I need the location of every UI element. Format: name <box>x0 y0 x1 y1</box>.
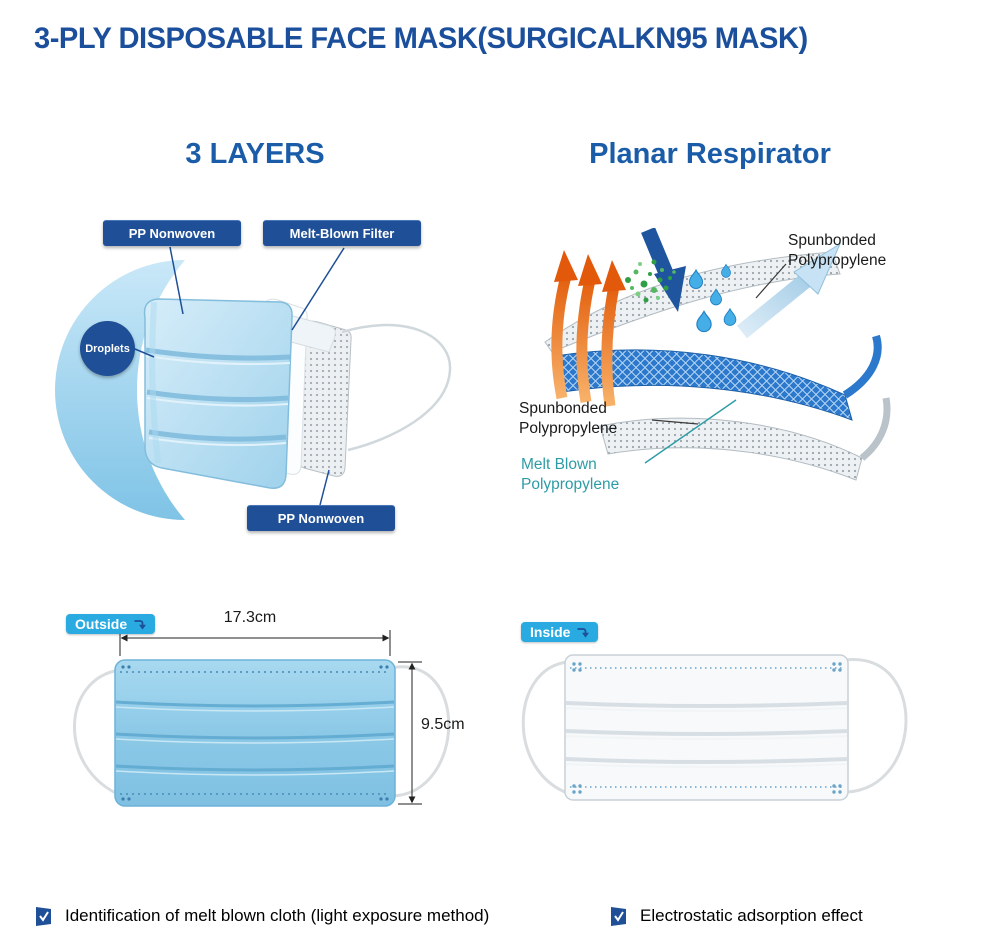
check-flag-icon <box>36 907 51 926</box>
inside-badge-label: Inside <box>530 624 571 640</box>
width-dimension <box>119 630 391 656</box>
outside-mask-pleats <box>115 671 395 795</box>
pass-through-arrow <box>736 242 842 339</box>
airflow-arrows <box>551 250 626 407</box>
melt-blown-sheet <box>554 349 853 421</box>
planar-respirator-illustration <box>544 228 891 481</box>
outside-mask-figure <box>73 630 451 807</box>
footnote-right-text: Electrostatic adsorption effect <box>640 906 863 925</box>
particles <box>625 259 676 303</box>
left-ear-loop <box>73 668 123 798</box>
mask-pleats <box>145 301 291 464</box>
outside-mask-body <box>114 659 396 807</box>
footnote-left-text: Identification of melt blown cloth (ligh… <box>65 906 490 925</box>
inside-mask-pleats <box>565 667 848 788</box>
turn-down-arrow-icon <box>134 619 147 630</box>
crescent-shape <box>55 260 185 520</box>
footnote-left: Identification of melt blown cloth (ligh… <box>33 905 489 927</box>
respirator-heading: Planar Respirator <box>589 138 831 170</box>
three-layers-illustration <box>55 246 452 520</box>
inside-mask-body <box>564 654 849 801</box>
weld-dots <box>121 665 389 801</box>
outside-badge: Outside <box>66 614 156 634</box>
footnote-right: Electrostatic adsorption effect <box>608 905 863 927</box>
label-droplets: Droplets <box>80 321 135 376</box>
left-ear-loop <box>521 660 571 796</box>
outside-badge-label: Outside <box>75 616 128 632</box>
height-dimension-label: 9.5cm <box>421 716 465 733</box>
melt-blown-curl <box>842 334 882 399</box>
respirator-leader-lines <box>644 263 787 464</box>
width-dimension-label: 17.3cm <box>223 609 277 626</box>
check-flag-icon <box>611 907 626 926</box>
inside-mask-figure <box>521 654 908 801</box>
ear-loop <box>341 323 452 452</box>
right-ear-loop <box>389 665 451 798</box>
label-spunbonded-top: Spunbonded Polypropylene <box>788 232 887 269</box>
bottom-spunbond-sheet <box>599 417 863 481</box>
particle-arrow <box>641 228 686 312</box>
layers-heading: 3 LAYERS <box>185 138 325 170</box>
height-dimension <box>398 661 422 805</box>
leader-lines <box>134 246 345 506</box>
right-ear-loop <box>844 658 908 794</box>
label-spunbonded-left: Spunbonded Polypropylene <box>519 400 618 437</box>
turn-down-arrow-icon <box>577 627 590 638</box>
label-melt-blown-filter: Melt-Blown Filter <box>263 220 421 246</box>
weld-dots <box>572 662 842 794</box>
inside-badge: Inside <box>521 622 599 642</box>
label-melt-blown-poly: Melt Blown Polypropylene <box>521 456 620 493</box>
page-title: 3-PLY DISPOSABLE FACE MASK(SURGICALKN95 … <box>34 22 808 55</box>
top-spunbond-sheet <box>544 251 841 353</box>
label-pp-nonwoven-top: PP Nonwoven <box>103 220 241 246</box>
label-pp-nonwoven-bottom: PP Nonwoven <box>247 505 395 531</box>
bottom-sheet-curl <box>859 397 891 461</box>
